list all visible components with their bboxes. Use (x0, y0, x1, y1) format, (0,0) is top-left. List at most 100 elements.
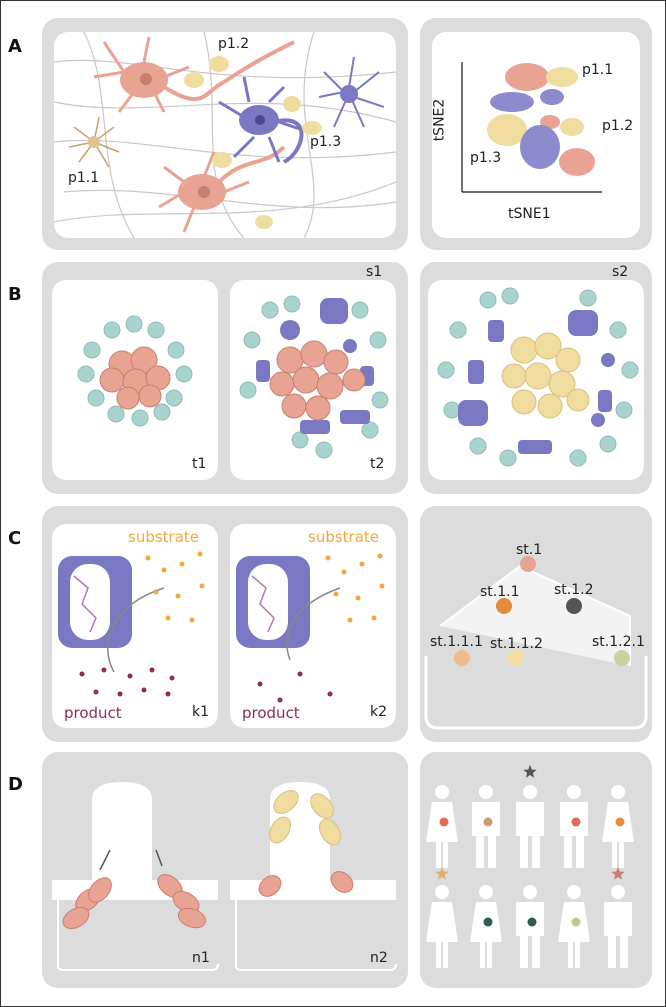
n2-pink-cells (258, 871, 354, 897)
purple-neuron-right-soma (340, 85, 358, 103)
n1-chamber-bottom (52, 900, 218, 974)
panel-d-right (420, 752, 652, 988)
tsne-cluster-pink (505, 63, 595, 176)
s2-immune-cells (437, 287, 639, 467)
person-figure (560, 785, 588, 868)
k2-arrow (286, 587, 341, 661)
t1-immune-cells (77, 315, 193, 427)
panel-c-left: substrate product k1 substrate product k… (42, 506, 408, 742)
n1-chamber-top (52, 770, 218, 880)
tsne-xlabel: tSNE1 (508, 206, 551, 222)
person-figure (426, 785, 458, 868)
label-t2: t2 (370, 456, 385, 472)
person-figure (426, 885, 458, 968)
person-figure (516, 785, 544, 868)
landscape-basin (424, 656, 648, 730)
k2-product-dots (257, 671, 333, 703)
kinetics-k2: substrate product k2 (230, 524, 396, 728)
t2-immune-purple (256, 298, 374, 434)
kinetics-k1: substrate product k1 (52, 524, 218, 728)
n2-yellow-cells (269, 790, 341, 846)
neuron-field: p1.2 p1.3 p1.1 (53, 31, 397, 239)
migration-n1-illustration (52, 770, 219, 974)
panel-a-left: p1.2 p1.3 p1.1 (42, 18, 408, 250)
person-figure (604, 885, 632, 968)
tree-label-st111: st.1.1.1 (430, 634, 483, 650)
k1-arrow (107, 587, 165, 673)
person-figure (602, 785, 634, 868)
k1-substrate-dots (145, 551, 205, 623)
star-marker (523, 765, 537, 778)
kinetics-k2-illustration (236, 553, 385, 703)
person-figure (472, 785, 500, 868)
migration-n2: n2 (230, 770, 397, 974)
panel-b-right: s2 (420, 262, 652, 494)
person-figure (558, 885, 590, 968)
tumor-t2-illustration (239, 295, 389, 459)
pink-neuron-bottom (158, 145, 286, 233)
t1-tumor-cells (99, 346, 171, 410)
tsne-label-p11: p1.1 (582, 62, 614, 78)
tsne-plot: tSNE2 tSNE1 p1.1 p1.2 p1.3 (431, 32, 640, 238)
s2-tumor-cells (501, 332, 590, 419)
star-marker (611, 867, 625, 880)
k2-pocket (248, 564, 288, 640)
label-k2: k2 (370, 704, 388, 720)
person-marker (615, 817, 625, 827)
t2-immune-cells (239, 295, 389, 459)
landscape-illustration (424, 556, 648, 730)
tsne-cluster-purple (490, 89, 564, 169)
person-marker (483, 817, 493, 827)
purple-neuron-center (218, 76, 310, 164)
label-p11: p1.1 (68, 170, 100, 186)
person-marker (571, 817, 581, 827)
n1-cells (62, 874, 207, 929)
person-figure (516, 885, 544, 968)
tumor-t1: t1 (52, 280, 218, 480)
k1-molecule (73, 575, 97, 633)
migration-n2-illustration (230, 770, 397, 974)
tsne-label-p13: p1.3 (470, 150, 502, 166)
n1-arrow-left (99, 849, 111, 871)
n2-chamber-bottom (230, 900, 396, 974)
person-marker (439, 817, 449, 827)
astrocyte-left (68, 116, 120, 168)
k2-product-label: product (242, 704, 300, 722)
tsne-axes (461, 62, 602, 193)
k2-substrate-label: substrate (308, 528, 380, 546)
tree-label-st112: st.1.1.2 (490, 636, 543, 652)
panel-letter-d: D (8, 774, 23, 795)
node-st1 (520, 556, 536, 572)
panel-letter-b: B (8, 284, 22, 305)
panel-c-right: st.1 st.1.1 st.1.2 st.1.1.1 st.1.1.2 st.… (420, 506, 652, 742)
astrocyte-left-soma (88, 136, 100, 148)
n2-chamber-top (230, 770, 396, 880)
tumor-s2-illustration (437, 287, 639, 467)
kinetics-k1-illustration (58, 551, 205, 697)
label-p12: p1.2 (218, 36, 250, 52)
panel-letter-a: A (8, 36, 22, 57)
label-k1: k1 (192, 704, 210, 720)
label-t1: t1 (192, 456, 207, 472)
pink-neuron-top (93, 36, 295, 113)
panel-letter-c: C (8, 528, 22, 549)
neuron-illustration (53, 31, 397, 239)
tsne-ylabel: tSNE2 (431, 98, 448, 142)
tree-label-st121: st.1.2.1 (592, 634, 645, 650)
landscape-ridges (439, 564, 631, 666)
panel-b-left: s1 t1 (42, 262, 408, 494)
k1-substrate-label: substrate (128, 528, 200, 546)
label-p13: p1.3 (310, 134, 342, 150)
person-marker (483, 917, 493, 927)
n1-arrow-right (155, 849, 163, 867)
panel-a-right: tSNE2 tSNE1 p1.1 p1.2 p1.3 (420, 18, 652, 250)
s2-immune-purple (458, 310, 615, 454)
node-st121 (614, 650, 630, 666)
population-illustration (426, 765, 634, 968)
k1-product-label: product (64, 704, 122, 722)
migration-n1: n1 (52, 770, 219, 974)
star-marker (435, 867, 449, 880)
tumor-s2 (428, 280, 644, 480)
panel-d-left: n1 n2 (42, 752, 408, 988)
tree-label-st12: st.1.2 (554, 582, 594, 598)
